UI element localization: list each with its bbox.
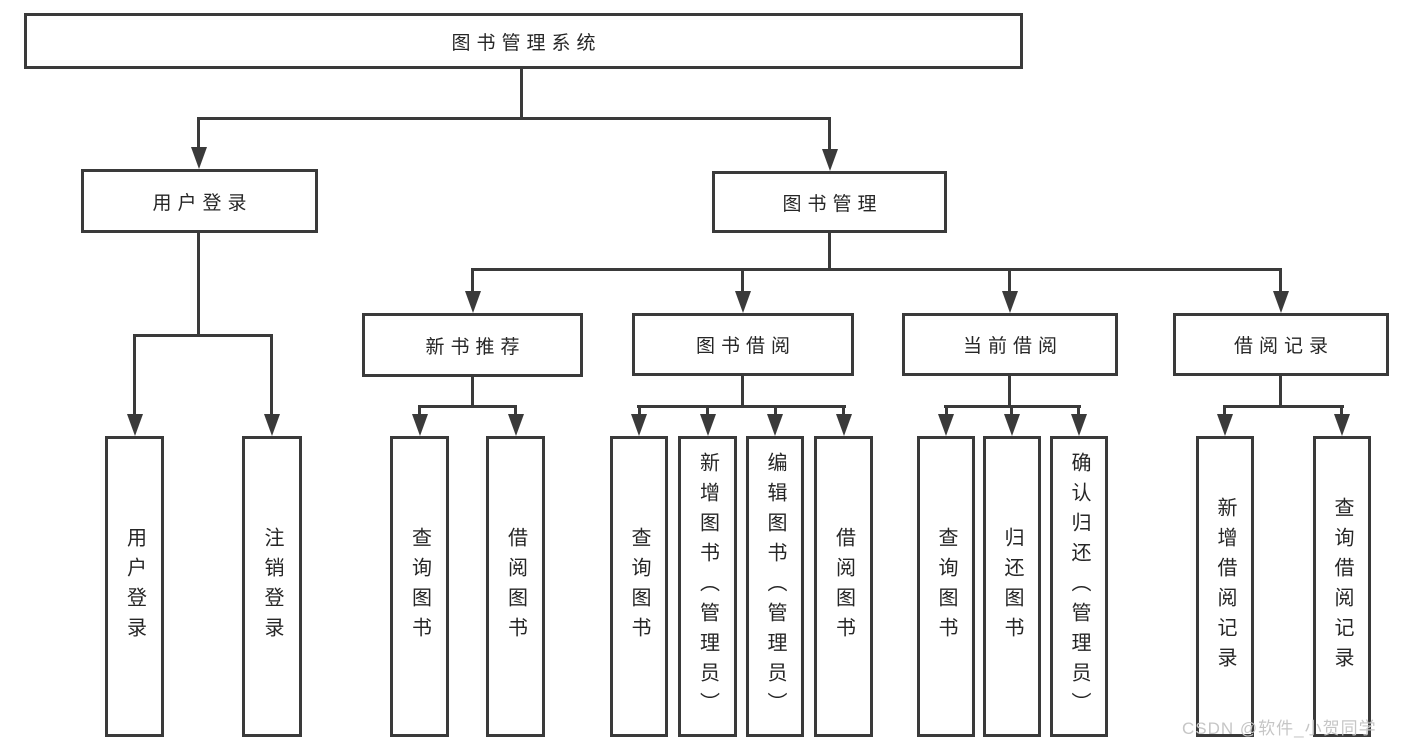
node-current-label: 当前借阅: [962, 336, 1063, 357]
arrowhead-rc-leaf1: [1217, 414, 1233, 436]
connector-stem-borrow: [741, 268, 744, 295]
connector-stem-new-book: [471, 268, 474, 295]
connector-stem-bw-leaf3: [774, 405, 777, 417]
node-user-login-label: 用户登录: [152, 192, 253, 214]
connector-current-trunk: [1008, 376, 1011, 408]
connector-stem-bw-leaf1: [638, 405, 641, 417]
connector-stem-current: [1008, 268, 1011, 295]
node-borrow: 图书借阅: [632, 313, 854, 376]
arrowhead-current: [1002, 291, 1018, 313]
leaf-bw-borrow-books-label: 借阅图书: [832, 526, 855, 647]
node-borrow-label: 图书借阅: [695, 336, 796, 357]
connector-borrow-trunk: [741, 376, 744, 408]
leaf-bw-query-books-label: 查询图书: [628, 526, 650, 647]
arrowhead-leaf-logout: [264, 414, 280, 436]
connector-borrow-hbar: [637, 405, 846, 408]
arrowhead-bw-leaf2: [700, 414, 716, 436]
arrowhead-nb-leaf1: [412, 414, 428, 436]
arrowhead-cu-leaf3: [1071, 414, 1087, 436]
arrowhead-book-mgmt: [822, 149, 838, 171]
connector-stem-nb-leaf1: [418, 405, 421, 417]
leaf-nb-borrow-books: 借阅图书: [486, 436, 545, 737]
leaf-nb-query-books-label: 查询图书: [408, 526, 431, 647]
connector-stem-user-login: [197, 117, 200, 149]
connector-records-hbar: [1223, 405, 1344, 408]
arrowhead-rc-leaf2: [1334, 414, 1350, 436]
connector-book-mgmt-hbar: [471, 268, 1281, 271]
arrowhead-bw-leaf4: [836, 414, 852, 436]
connector-stem-nb-leaf2: [514, 405, 517, 417]
leaf-bw-edit-books-label: 编辑图书（管理员）: [764, 451, 786, 722]
node-new-book: 新书推荐: [362, 313, 583, 377]
node-current: 当前借阅: [902, 313, 1118, 376]
connector-new-book-hbar: [418, 405, 517, 408]
connector-book-mgmt-trunk: [828, 233, 831, 271]
leaf-logout: 注销登录: [242, 436, 302, 737]
connector-stem-rc-leaf1: [1223, 405, 1226, 417]
node-records-label: 借阅记录: [1233, 336, 1334, 357]
leaf-cu-confirm-return-label: 确认归还（管理员）: [1068, 451, 1090, 722]
node-root: 图书管理系统: [24, 13, 1023, 69]
node-book-mgmt: 图书管理: [712, 171, 947, 233]
arrowhead-leaf-login: [127, 414, 143, 436]
node-records: 借阅记录: [1173, 313, 1389, 376]
node-root-label: 图书管理系统: [451, 32, 602, 54]
leaf-cu-query-books-label: 查询图书: [935, 526, 957, 647]
connector-stem-book-mgmt: [828, 117, 831, 151]
leaf-user-login-label: 用户登录: [123, 526, 146, 647]
leaf-cu-query-books: 查询图书: [917, 436, 975, 737]
connector-stem-leaf-login: [133, 334, 136, 416]
connector-new-book-trunk: [471, 377, 474, 408]
leaf-rc-query-record: 查询借阅记录: [1313, 436, 1371, 737]
connector-stem-records: [1279, 268, 1282, 295]
node-user-login: 用户登录: [81, 169, 318, 233]
connector-stem-bw-leaf2: [706, 405, 709, 417]
connector-user-login-hbar: [133, 334, 273, 337]
leaf-rc-add-record: 新增借阅记录: [1196, 436, 1254, 737]
leaf-rc-add-record-label: 新增借阅记录: [1214, 496, 1236, 677]
arrowhead-bw-leaf3: [767, 414, 783, 436]
connector-root-hbar: [197, 117, 831, 120]
leaf-bw-query-books: 查询图书: [610, 436, 668, 737]
arrowhead-bw-leaf1: [631, 414, 647, 436]
leaf-nb-query-books: 查询图书: [390, 436, 449, 737]
leaf-user-login: 用户登录: [105, 436, 164, 737]
connector-stem-leaf-logout: [270, 334, 273, 416]
watermark: CSDN @软件_小贺同学: [1182, 719, 1377, 738]
leaf-bw-borrow-books: 借阅图书: [814, 436, 873, 737]
leaf-bw-add-books-label: 新增图书（管理员）: [696, 451, 719, 722]
connector-stem-cu-leaf3: [1077, 405, 1080, 417]
arrowhead-new-book: [465, 291, 481, 313]
arrowhead-borrow: [735, 291, 751, 313]
leaf-bw-add-books: 新增图书（管理员）: [678, 436, 737, 737]
leaf-logout-label: 注销登录: [261, 526, 283, 647]
arrowhead-nb-leaf2: [508, 414, 524, 436]
connector-records-trunk: [1279, 376, 1282, 408]
node-book-mgmt-label: 图书管理: [782, 193, 883, 215]
leaf-rc-query-record-label: 查询借阅记录: [1331, 496, 1353, 677]
connector-stem-rc-leaf2: [1340, 405, 1343, 417]
leaf-cu-return-books: 归还图书: [983, 436, 1041, 737]
leaf-bw-edit-books: 编辑图书（管理员）: [746, 436, 804, 737]
arrowhead-records: [1273, 291, 1289, 313]
connector-stem-cu-leaf1: [945, 405, 948, 417]
leaf-nb-borrow-books-label: 借阅图书: [504, 526, 527, 647]
connector-stem-cu-leaf2: [1010, 405, 1013, 417]
arrowhead-user-login: [191, 147, 207, 169]
connector-root-trunk: [520, 69, 523, 120]
leaf-cu-confirm-return: 确认归还（管理员）: [1050, 436, 1108, 737]
connector-stem-bw-leaf4: [842, 405, 845, 417]
leaf-cu-return-books-label: 归还图书: [1001, 526, 1023, 647]
node-new-book-label: 新书推荐: [425, 336, 526, 358]
arrowhead-cu-leaf1: [938, 414, 954, 436]
connector-user-login-trunk: [197, 233, 200, 337]
arrowhead-cu-leaf2: [1004, 414, 1020, 436]
